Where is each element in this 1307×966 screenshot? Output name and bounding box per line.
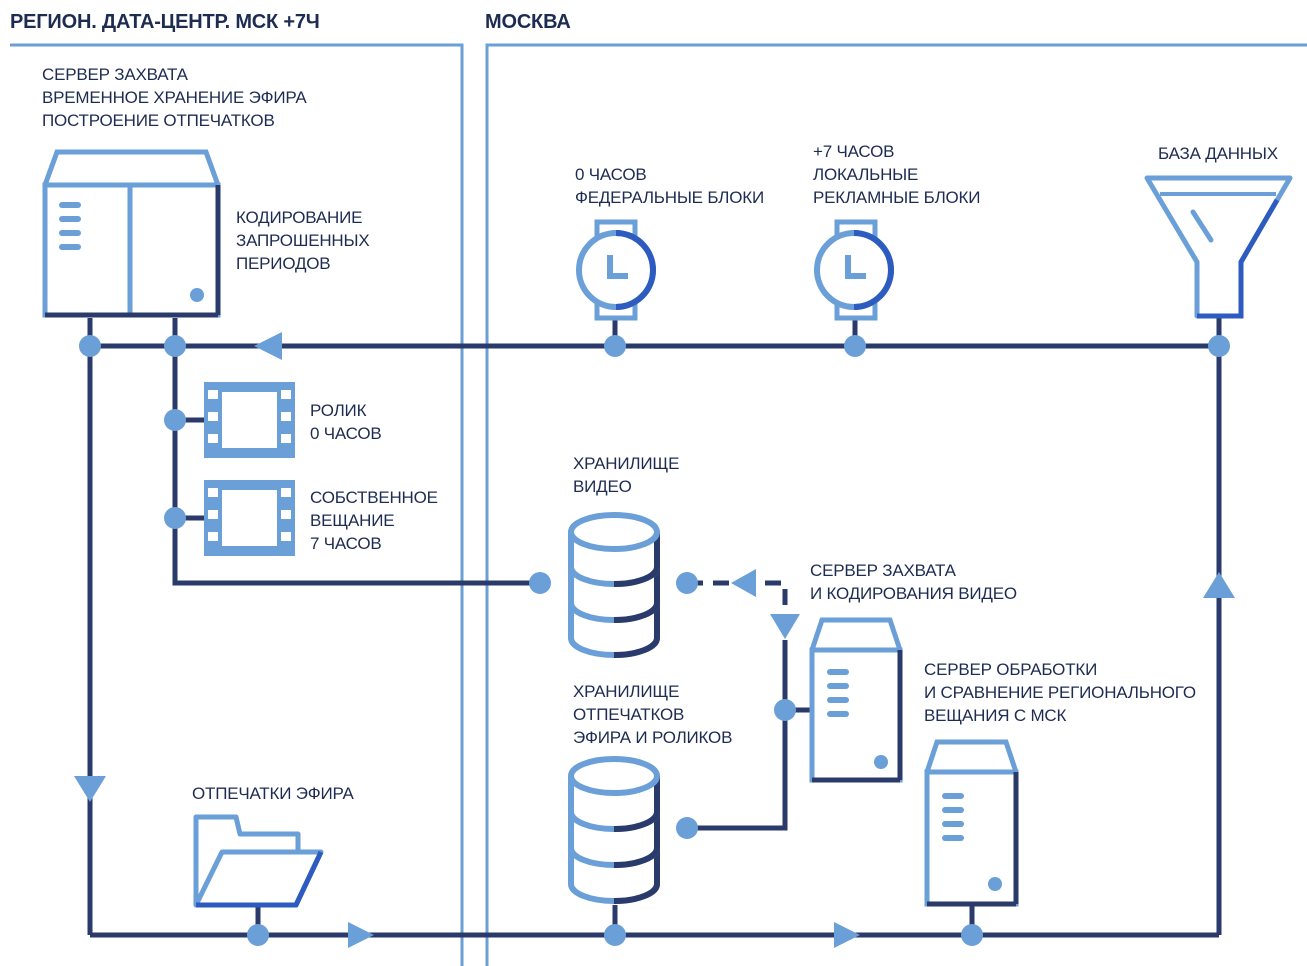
air-fingerprints-label: ОТПЕЧАТКИ ЭФИРА bbox=[192, 784, 354, 803]
region-left-title: РЕГИОН. ДАТА-ЦЕНТР. МСК +7Ч bbox=[10, 11, 320, 33]
clip-zero-label: РОЛИК 0 ЧАСОВ bbox=[310, 401, 382, 443]
flow-arrows bbox=[74, 332, 1235, 948]
arrow-right-icon bbox=[348, 922, 374, 948]
region-left-frame bbox=[10, 43, 464, 966]
processing-server-label: СЕРВЕР ОБРАБОТКИ И СРАВНЕНИЕ РЕГИОНАЛЬНО… bbox=[924, 660, 1200, 725]
own-broadcast-label: СОБСТВЕННОЕ ВЕЩАНИЕ 7 ЧАСОВ bbox=[310, 488, 442, 553]
arrow-left-icon bbox=[254, 332, 282, 360]
film-icon bbox=[204, 382, 295, 458]
database-icon bbox=[568, 756, 660, 904]
connection-dot bbox=[164, 507, 186, 529]
video-storage-label: ХРАНИЛИЩЕ ВИДЕО bbox=[573, 454, 684, 496]
clock-zero-label: 0 ЧАСОВ ФЕДЕРАЛЬНЫЕ БЛОКИ bbox=[575, 165, 764, 207]
watch-icon bbox=[576, 219, 656, 321]
connection-dot bbox=[247, 924, 269, 946]
arrow-up-icon bbox=[1203, 572, 1235, 598]
capture-encode-server-label: СЕРВЕР ЗАХВАТА И КОДИРОВАНИЯ ВИДЕО bbox=[810, 561, 1017, 603]
connection-dot bbox=[604, 335, 626, 357]
storage-to-capture-dashed-line bbox=[687, 580, 788, 640]
server-tower-icon bbox=[809, 617, 903, 783]
connection-dot bbox=[164, 335, 186, 357]
arrow-down-icon bbox=[770, 614, 800, 639]
folder-icon bbox=[193, 814, 324, 908]
encoding-label: КОДИРОВАНИЕ ЗАПРОШЕННЫХ ПЕРИОДОВ bbox=[236, 208, 374, 273]
connection-dot bbox=[164, 409, 186, 431]
connection-dot bbox=[774, 699, 796, 721]
region-frames bbox=[10, 43, 1307, 966]
arrow-left-icon bbox=[731, 569, 756, 597]
capture-server-label: СЕРВЕР ЗАХВАТА ВРЕМЕННОЕ ХРАНЕНИЕ ЭФИРА … bbox=[42, 65, 311, 130]
server-icon bbox=[42, 149, 221, 318]
connection-dot bbox=[1208, 335, 1230, 357]
fingerprint-storage-label: ХРАНИЛИЩЕ ОТПЕЧАТКОВ ЭФИРА И РОЛИКОВ bbox=[573, 682, 732, 747]
server-tower-icon bbox=[924, 739, 1019, 907]
connection-dot bbox=[79, 335, 101, 357]
funnel-icon bbox=[1144, 175, 1293, 319]
connection-dot bbox=[844, 335, 866, 357]
node-labels: СЕРВЕР ЗАХВАТА ВРЕМЕННОЕ ХРАНЕНИЕ ЭФИРА … bbox=[42, 65, 1278, 803]
watch-icon bbox=[814, 219, 894, 321]
database-icon bbox=[568, 512, 660, 658]
connection-dot bbox=[676, 572, 698, 594]
region-right-title: МОСКВА bbox=[485, 11, 571, 33]
region-right-frame bbox=[485, 43, 1307, 966]
connection-dot bbox=[961, 924, 983, 946]
connection-dot bbox=[529, 572, 551, 594]
clock-seven-label: +7 ЧАСОВ ЛОКАЛЬНЫЕ РЕКЛАМНЫЕ БЛОКИ bbox=[813, 142, 980, 207]
arrow-right-icon bbox=[834, 922, 860, 948]
connection-dot bbox=[604, 924, 626, 946]
connection-dots bbox=[79, 335, 1230, 946]
connection-dot bbox=[676, 817, 698, 839]
arrow-down-icon bbox=[74, 776, 106, 802]
database-label: БАЗА ДАННЫХ bbox=[1158, 144, 1278, 163]
film-icon bbox=[204, 480, 295, 556]
